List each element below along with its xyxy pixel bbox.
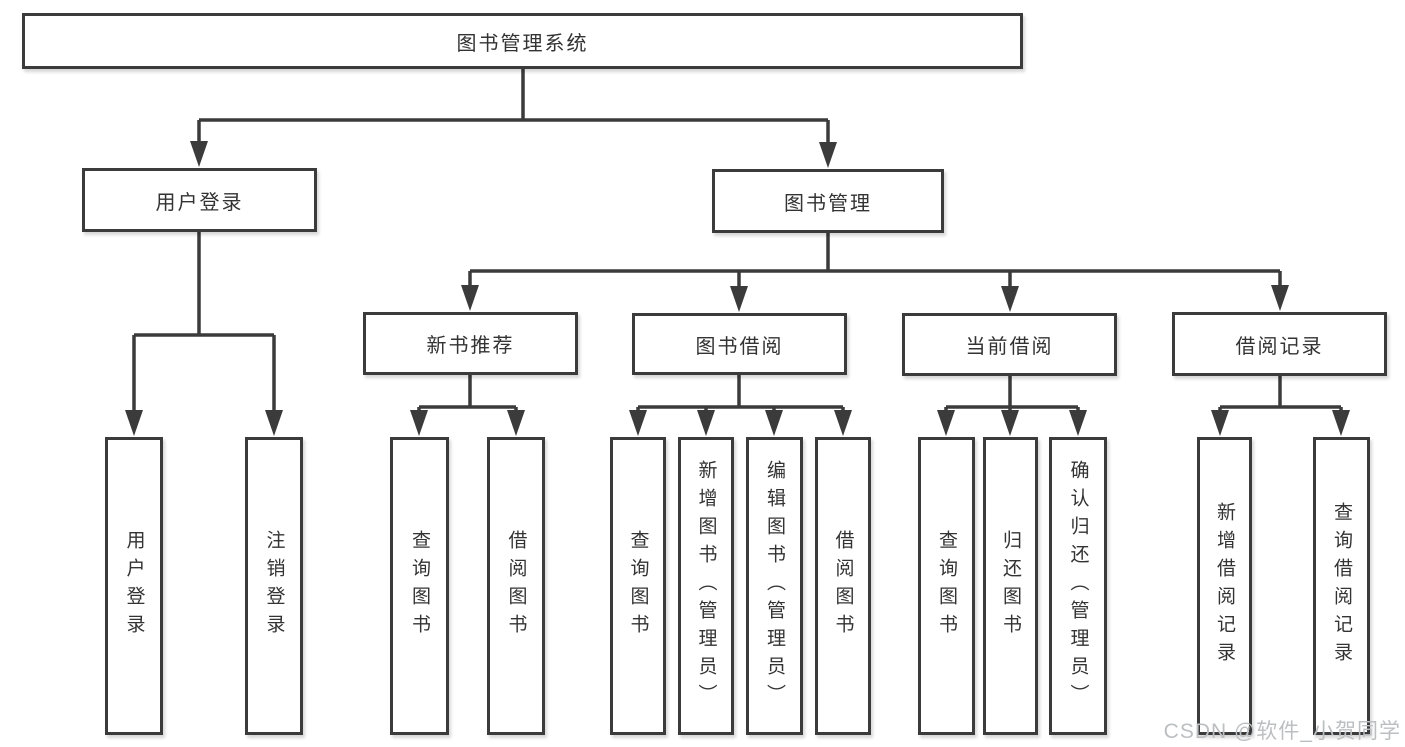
leaf-confirm-return-admin: 确认归还（管理员） bbox=[1049, 437, 1107, 735]
leaf-edit-book-admin: 编辑图书（管理员） bbox=[746, 437, 803, 735]
node-label: 归还图书 bbox=[1000, 530, 1021, 642]
node-label: 用户登录 bbox=[155, 191, 244, 214]
node-label: 用户登录 bbox=[123, 530, 145, 642]
node-book-management: 图书管理 bbox=[712, 169, 944, 233]
leaf-query-books-borrowing: 查询图书 bbox=[610, 437, 666, 735]
node-new-book-recommendation: 新书推荐 bbox=[363, 312, 578, 375]
leaf-query-books-current: 查询图书 bbox=[918, 437, 975, 735]
node-label: 当前借阅 bbox=[965, 336, 1054, 358]
node-label: 图书管理 bbox=[784, 192, 872, 215]
node-label: 图书借阅 bbox=[695, 335, 784, 358]
leaf-logout: 注销登录 bbox=[245, 437, 303, 735]
node-book-borrowing: 图书借阅 bbox=[632, 313, 847, 375]
leaf-borrow-books-recommend: 借阅图书 bbox=[487, 437, 545, 735]
leaf-return-book: 归还图书 bbox=[983, 437, 1038, 735]
leaf-add-book-admin: 新增图书（管理员） bbox=[678, 437, 734, 735]
leaf-user-login: 用户登录 bbox=[105, 437, 163, 735]
node-label: 图书管理系统 bbox=[456, 32, 589, 55]
node-label: 新增图书（管理员） bbox=[695, 460, 717, 712]
node-label: 编辑图书（管理员） bbox=[764, 460, 785, 712]
node-borrowing-records: 借阅记录 bbox=[1172, 312, 1387, 376]
node-label: 查询图书 bbox=[409, 530, 430, 642]
leaf-borrow-books-borrowing: 借阅图书 bbox=[815, 437, 871, 735]
leaf-query-books-recommend: 查询图书 bbox=[390, 437, 449, 735]
node-label: 确认归还（管理员） bbox=[1067, 460, 1089, 712]
leaf-query-borrowing-record: 查询借阅记录 bbox=[1313, 437, 1370, 735]
node-label: 借阅图书 bbox=[832, 530, 854, 642]
node-current-borrowing: 当前借阅 bbox=[902, 313, 1117, 376]
node-label: 借阅图书 bbox=[505, 530, 527, 642]
node-user-login: 用户登录 bbox=[82, 168, 317, 232]
node-label: 查询借阅记录 bbox=[1331, 502, 1352, 670]
watermark: CSDN @软件_小贺同学 bbox=[1163, 720, 1401, 743]
node-label: 注销登录 bbox=[263, 530, 285, 642]
node-label: 新增借阅记录 bbox=[1214, 502, 1235, 670]
node-label: 新书推荐 bbox=[426, 335, 515, 357]
node-label: 借阅记录 bbox=[1235, 335, 1324, 358]
node-library-management-system: 图书管理系统 bbox=[22, 13, 1023, 69]
leaf-add-borrowing-record: 新增借阅记录 bbox=[1197, 437, 1252, 735]
node-label: 查询图书 bbox=[936, 530, 957, 642]
node-label: 查询图书 bbox=[627, 530, 649, 642]
